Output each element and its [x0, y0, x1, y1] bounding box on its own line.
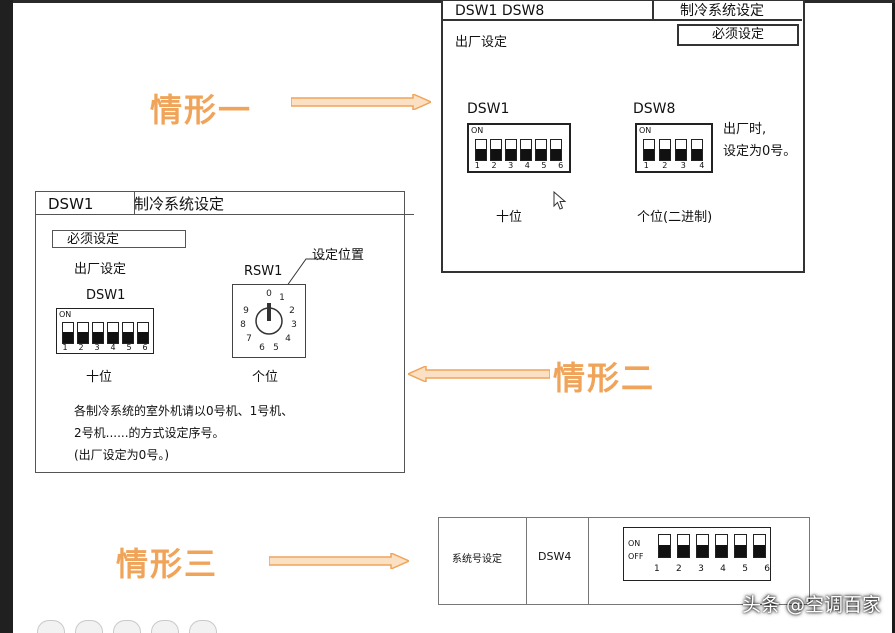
- dip-toggle: [715, 534, 728, 558]
- dip-toggle: [734, 534, 747, 558]
- dip-toggle: [658, 534, 671, 558]
- dip-toggle: [535, 139, 547, 161]
- rotary-digit: 2: [289, 306, 295, 316]
- dip-toggle: [92, 322, 104, 344]
- on-marker: ON: [639, 126, 652, 135]
- panel2-desc-line1: 各制冷系统的室外机请以0号机、1号机、: [74, 404, 294, 418]
- on-marker: ON: [471, 126, 484, 135]
- panel1-note-line1: 出厂时,: [723, 122, 767, 137]
- panel1-header-left: DSW1 DSW8: [443, 1, 654, 21]
- on-marker: ON: [628, 539, 641, 548]
- dip-toggle: [122, 322, 134, 344]
- rotary-digit: 8: [240, 320, 246, 330]
- toolbar-tab-icon[interactable]: [37, 620, 65, 633]
- arrow-left-icon: [408, 366, 550, 382]
- arrow-right-icon-1: [291, 94, 431, 110]
- rotary-digit: 0: [266, 289, 272, 299]
- dip-toggle: [62, 322, 74, 344]
- panel2-header-left: DSW1: [36, 192, 135, 215]
- panel2-header-right: 制冷系统设定: [124, 192, 414, 215]
- panel3-dsw4-label: DSW4: [538, 550, 572, 563]
- arrow-right-icon-2: [269, 553, 409, 569]
- dip-toggle: [77, 322, 89, 344]
- panel2-tens-label: 十位: [86, 370, 113, 385]
- rotary-digit: 1: [279, 293, 285, 303]
- left-dark-strip: [0, 0, 13, 633]
- toolbar-tab-icon[interactable]: [75, 620, 103, 633]
- pointer-line: [283, 258, 325, 291]
- panel2-ones-label: 个位: [252, 370, 279, 385]
- panel1-factory-label: 出厂设定: [455, 35, 508, 50]
- rotary-dial-icon: 0 1 2 3 4 5 6 7 8 9: [240, 289, 297, 353]
- panel2-desc-line3: (出厂设定为0号。): [74, 448, 169, 462]
- case-one-label: 情形一: [150, 91, 253, 129]
- toolbar-tab-icon[interactable]: [151, 620, 179, 633]
- panel2-set-position-label: 设定位置: [312, 248, 365, 263]
- panel2-desc-line2: 2号机......的方式设定序号。: [74, 426, 225, 440]
- dip-toggle: [677, 534, 690, 558]
- rotary-digit: 5: [273, 343, 279, 353]
- off-marker: OFF: [628, 552, 644, 561]
- dip-toggle: [520, 139, 532, 161]
- panel1-ones-label: 个位(二进制): [637, 210, 713, 225]
- panel2-description: 各制冷系统的室外机请以0号机、1号机、 2号机......的方式设定序号。 (出…: [74, 400, 293, 466]
- dip-toggle: [550, 139, 562, 161]
- panel1-dsw1-label: DSW1: [467, 101, 510, 117]
- panel1-note: 出厂时, 设定为0号。: [723, 119, 796, 163]
- rotary-digit: 6: [259, 343, 265, 353]
- panel1-dsw8-label: DSW8: [633, 101, 676, 117]
- dip-toggle: [475, 139, 487, 161]
- on-marker: ON: [59, 310, 72, 319]
- rotary-digit: 3: [291, 320, 297, 330]
- toolbar-tab-icon[interactable]: [113, 620, 141, 633]
- panel1-tens-label: 十位: [496, 210, 523, 225]
- panel2-required-box: 必须设定: [52, 230, 186, 248]
- watermark: 头条 @空调百家: [741, 594, 881, 616]
- panel2-dsw1-label: DSW1: [86, 288, 126, 303]
- case-two-label: 情形二: [553, 359, 656, 397]
- dip-toggle: [675, 139, 687, 161]
- panel2-factory-label: 出厂设定: [74, 262, 127, 277]
- dip-toggle: [659, 139, 671, 161]
- rotary-digit: 7: [246, 334, 252, 344]
- dip-toggle: [643, 139, 655, 161]
- rotary-digit: 4: [285, 334, 291, 344]
- rotary-digit: 9: [243, 306, 249, 316]
- bottom-toolbar: [37, 620, 217, 633]
- panel1-note-line2: 设定为0号。: [723, 144, 797, 159]
- panel2-rsw1-label: RSW1: [244, 264, 283, 279]
- dip-toggle: [137, 322, 149, 344]
- dip-toggle: [753, 534, 766, 558]
- rotary-switch: 0 1 2 3 4 5 6 7 8 9: [232, 284, 306, 358]
- panel3-system-number-label: 系统号设定: [452, 554, 502, 565]
- dip-toggle: [696, 534, 709, 558]
- mouse-cursor-icon: [553, 191, 567, 210]
- dip-toggle: [691, 139, 703, 161]
- case-three-label: 情形三: [116, 545, 219, 583]
- slide-canvas: 情形一 DSW1 DSW8 制冷系统设定 出厂设定 必须设定 DSW1 ON 1…: [13, 0, 892, 633]
- toolbar-tab-icon[interactable]: [189, 620, 217, 633]
- panel1-required-box: 必须设定: [677, 24, 799, 46]
- panel1-header-right: 制冷系统设定: [642, 1, 802, 21]
- dip-toggle: [490, 139, 502, 161]
- dip-toggle: [505, 139, 517, 161]
- dip-toggle: [107, 322, 119, 344]
